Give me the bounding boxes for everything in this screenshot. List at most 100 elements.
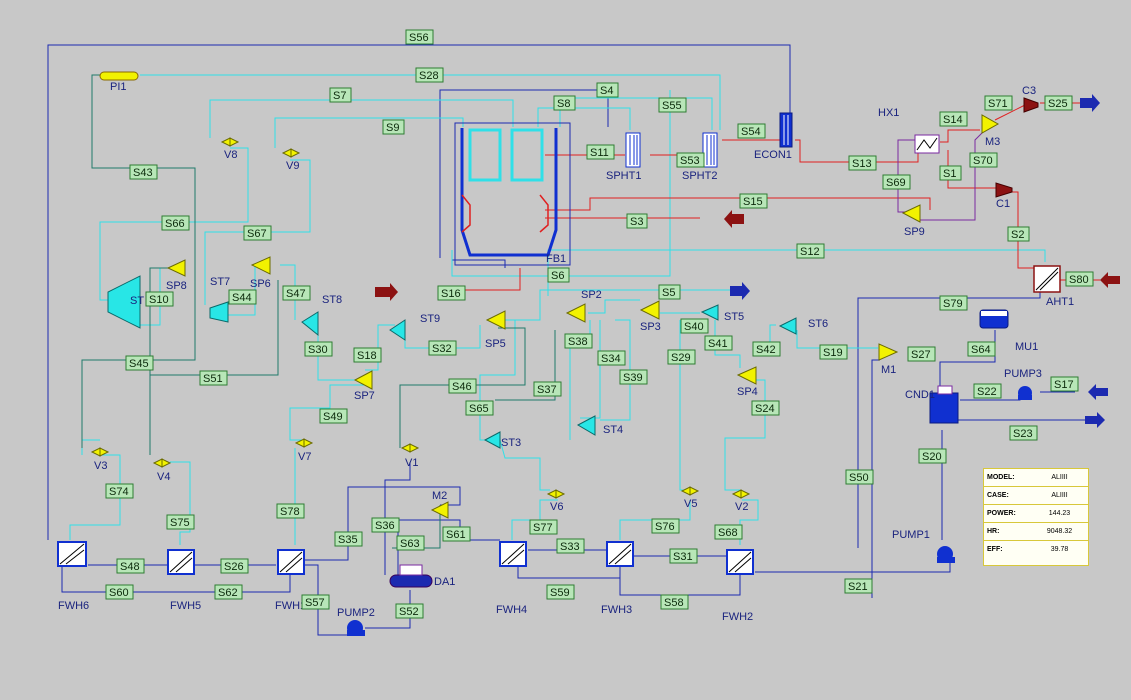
stream-tag-s27[interactable]: S27 [907, 346, 936, 362]
stream-tag-s21[interactable]: S21 [844, 578, 873, 594]
stream-tag-s24[interactable]: S24 [751, 400, 780, 416]
stream-tag-s6[interactable]: S6 [547, 267, 570, 283]
splitter-sp4[interactable] [736, 366, 757, 385]
stream-tag-s5[interactable]: S5 [658, 284, 681, 300]
stream-tag-s62[interactable]: S62 [214, 584, 243, 600]
stream-tag-s36[interactable]: S36 [371, 517, 400, 533]
stream-tag-s37[interactable]: S37 [533, 381, 562, 397]
splitter-sp7[interactable] [353, 370, 373, 390]
stream-tag-s17[interactable]: S17 [1050, 376, 1079, 392]
stream-tag-s54[interactable]: S54 [737, 123, 766, 139]
stream-tag-s74[interactable]: S74 [105, 483, 134, 499]
stream-tag-s31[interactable]: S31 [669, 548, 698, 564]
stream-tag-s46[interactable]: S46 [448, 378, 477, 394]
stream-tag-s59[interactable]: S59 [546, 584, 575, 600]
stream-tag-s52[interactable]: S52 [395, 603, 424, 619]
stream-tag-s29[interactable]: S29 [667, 349, 696, 365]
stream-tag-s11[interactable]: S11 [586, 144, 615, 160]
stream-tag-s48[interactable]: S48 [116, 558, 145, 574]
stream-tag-s16[interactable]: S16 [437, 285, 466, 301]
valve-v8[interactable] [220, 137, 240, 147]
stream-tag-s13[interactable]: S13 [848, 155, 877, 171]
heater-fwh6[interactable] [57, 541, 87, 567]
stream-tag-s35[interactable]: S35 [334, 531, 363, 547]
valve-v7[interactable] [294, 438, 314, 448]
heater-fwh4[interactable] [499, 541, 527, 567]
stream-tag-s23[interactable]: S23 [1009, 425, 1038, 441]
stream-tag-s47[interactable]: S47 [282, 285, 311, 301]
heater-fwh5[interactable] [167, 549, 195, 575]
turbine-st[interactable] [107, 275, 141, 329]
mixer-m2[interactable] [430, 501, 449, 519]
stream-tag-s60[interactable]: S60 [105, 584, 134, 600]
stream-tag-s68[interactable]: S68 [714, 524, 743, 540]
stream-tag-s26[interactable]: S26 [220, 558, 249, 574]
stream-tag-s9[interactable]: S9 [382, 119, 405, 135]
stream-tag-s42[interactable]: S42 [752, 341, 781, 357]
splitter-sp5[interactable] [485, 310, 506, 330]
turbine-st9[interactable] [389, 319, 406, 341]
stream-tag-s25[interactable]: S25 [1044, 95, 1073, 111]
economizer-econ1[interactable] [779, 112, 793, 148]
valve-v4[interactable] [152, 458, 172, 468]
superheater-spht1[interactable] [625, 132, 641, 168]
mixer-m3[interactable] [981, 114, 1000, 134]
stream-tag-s44[interactable]: S44 [228, 289, 257, 305]
condenser-cnd1[interactable] [929, 385, 959, 424]
splitter-sp3[interactable] [639, 300, 660, 320]
turbine-st4[interactable] [576, 415, 596, 436]
stream-tag-s77[interactable]: S77 [529, 519, 558, 535]
stream-tag-s7[interactable]: S7 [329, 87, 352, 103]
splitter-sp2[interactable] [565, 303, 586, 323]
stream-tag-s57[interactable]: S57 [301, 594, 330, 610]
stream-tag-s65[interactable]: S65 [465, 400, 494, 416]
stream-tag-s4[interactable]: S4 [596, 82, 619, 98]
stream-tag-s32[interactable]: S32 [428, 340, 457, 356]
stream-tag-s14[interactable]: S14 [939, 111, 968, 127]
stream-tag-s45[interactable]: S45 [125, 355, 154, 371]
stream-tag-s20[interactable]: S20 [918, 448, 947, 464]
stream-tag-s58[interactable]: S58 [660, 594, 689, 610]
stream-tag-s50[interactable]: S50 [845, 469, 874, 485]
stream-tag-s41[interactable]: S41 [704, 335, 733, 351]
valve-v6[interactable] [546, 489, 566, 499]
stream-tag-s15[interactable]: S15 [739, 193, 768, 209]
stream-tag-s10[interactable]: S10 [145, 291, 174, 307]
pipe-inlet-pi1[interactable] [99, 71, 139, 81]
stream-tag-s64[interactable]: S64 [967, 341, 996, 357]
stream-tag-s8[interactable]: S8 [553, 95, 576, 111]
valve-v5[interactable] [680, 486, 700, 496]
stream-tag-s43[interactable]: S43 [129, 164, 158, 180]
turbine-st7[interactable] [209, 301, 229, 323]
splitter-sp9[interactable] [901, 204, 921, 223]
deaerator-da1[interactable] [389, 564, 433, 588]
pump-pump1[interactable] [937, 546, 955, 563]
stream-tag-s28[interactable]: S28 [415, 67, 444, 83]
stream-tag-s2[interactable]: S2 [1007, 226, 1030, 242]
stream-tag-s66[interactable]: S66 [161, 215, 190, 231]
stream-tag-s30[interactable]: S30 [304, 341, 333, 357]
turbine-st5[interactable] [700, 304, 719, 321]
turbine-st8[interactable] [301, 311, 319, 337]
stream-tag-s70[interactable]: S70 [969, 152, 998, 168]
stream-tag-s61[interactable]: S61 [442, 526, 471, 542]
boiler-fb1[interactable] [454, 122, 571, 266]
heater-fwh1[interactable] [277, 549, 305, 575]
valve-v9[interactable] [281, 148, 301, 158]
superheater-spht2[interactable] [702, 132, 718, 168]
stream-tag-s67[interactable]: S67 [243, 225, 272, 241]
stream-tag-s39[interactable]: S39 [619, 369, 648, 385]
splitter-sp8[interactable] [166, 259, 186, 277]
stream-tag-s19[interactable]: S19 [819, 344, 848, 360]
stream-tag-s34[interactable]: S34 [597, 350, 626, 366]
stream-tag-s75[interactable]: S75 [166, 514, 195, 530]
stream-tag-s33[interactable]: S33 [556, 538, 585, 554]
splitter-sp6[interactable] [250, 256, 271, 275]
turbine-st3[interactable] [483, 431, 501, 449]
stream-tag-s63[interactable]: S63 [396, 535, 425, 551]
valve-v3[interactable] [90, 447, 110, 457]
stream-tag-s76[interactable]: S76 [651, 518, 680, 534]
mixer-m1[interactable] [878, 343, 899, 361]
stream-tag-s53[interactable]: S53 [676, 152, 705, 168]
stream-tag-s38[interactable]: S38 [564, 333, 593, 349]
